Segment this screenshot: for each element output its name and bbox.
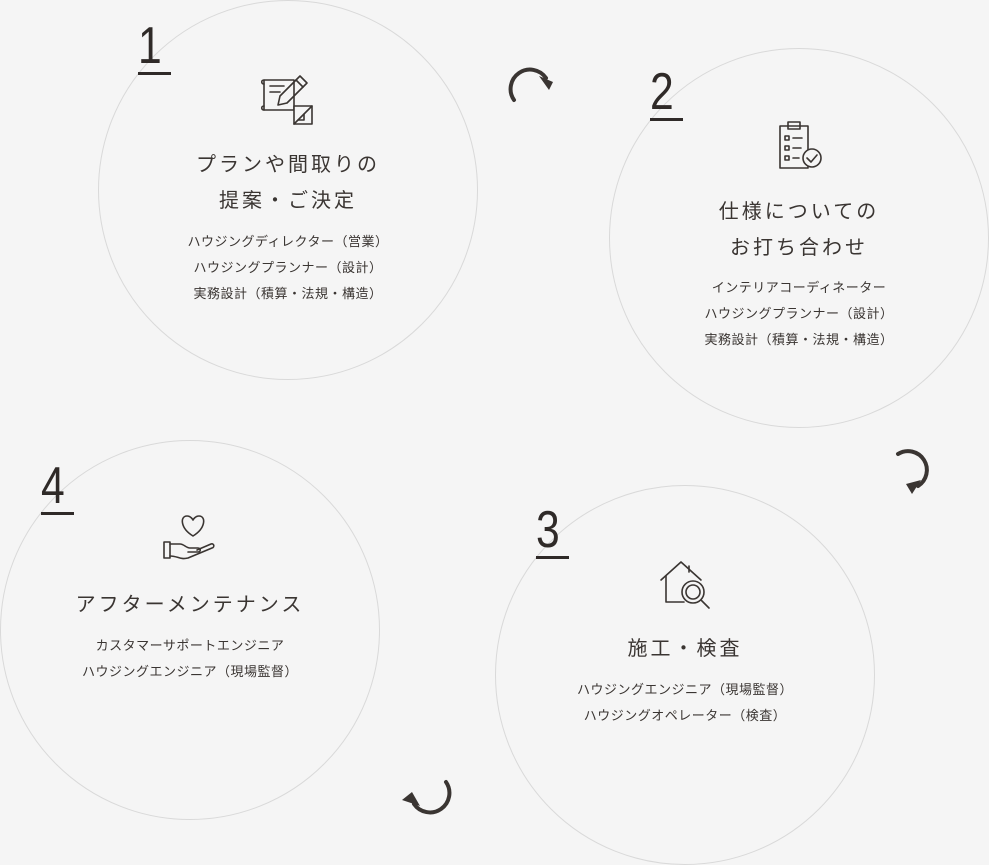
step-1-roles: ハウジングディレクター（営業） ハウジングプランナー（設計） 実務設計（積算・法… bbox=[98, 230, 478, 308]
step-2-roles: インテリアコーディネーター ハウジングプランナー（設計） 実務設計（積算・法規・… bbox=[609, 276, 989, 354]
step-2-role: インテリアコーディネーター bbox=[711, 281, 887, 296]
step-3-number: 3 bbox=[536, 501, 560, 559]
step-1-title: プランや間取りの 提案・ご決定 bbox=[98, 146, 478, 218]
step-4-number: 4 bbox=[41, 457, 65, 515]
hand-heart-icon bbox=[162, 510, 218, 566]
step-2-title-line-2: お打ち合わせ bbox=[730, 235, 868, 259]
clipboard-check-icon bbox=[772, 118, 828, 174]
cycle-arrow-icon bbox=[400, 772, 452, 824]
step-1-role: 実務設計（積算・法規・構造） bbox=[193, 287, 383, 302]
step-3-title: 施工・検査 bbox=[495, 630, 875, 666]
step-1-title-line-2: 提案・ご決定 bbox=[219, 188, 357, 212]
step-2-title-line-1: 仕様についての bbox=[718, 199, 880, 223]
step-1-role: ハウジングディレクター（営業） bbox=[187, 235, 389, 250]
step-3-underline bbox=[536, 556, 569, 559]
step-3-roles: ハウジングエンジニア（現場監督） ハウジングオペレーター（検査） bbox=[495, 678, 875, 730]
step-3-role: ハウジングオペレーター（検査） bbox=[583, 709, 787, 724]
step-4-role: カスタマーサポートエンジニア bbox=[95, 639, 285, 654]
step-3-title-line-1: 施工・検査 bbox=[627, 636, 743, 660]
step-4-title: アフターメンテナンス bbox=[0, 586, 380, 622]
cycle-arrow-icon bbox=[888, 446, 940, 498]
step-1-underline bbox=[138, 72, 171, 75]
blueprint-pencil-icon bbox=[260, 72, 316, 128]
step-2-underline bbox=[650, 118, 683, 121]
step-2-role: ハウジングプランナー（設計） bbox=[704, 307, 894, 322]
step-1-number: 1 bbox=[138, 17, 162, 75]
step-2-title: 仕様についての お打ち合わせ bbox=[609, 193, 989, 265]
step-4-role: ハウジングエンジニア（現場監督） bbox=[81, 665, 298, 680]
step-1-role: ハウジングプランナー（設計） bbox=[193, 261, 383, 276]
step-2-number: 2 bbox=[650, 63, 674, 121]
step-4-roles: カスタマーサポートエンジニア ハウジングエンジニア（現場監督） bbox=[0, 634, 380, 686]
step-3-role: ハウジングエンジニア（現場監督） bbox=[576, 683, 793, 698]
step-4-circle bbox=[0, 440, 380, 820]
step-4-title-line-1: アフターメンテナンス bbox=[75, 592, 305, 616]
step-4-underline bbox=[41, 512, 74, 515]
step-1-circle bbox=[98, 0, 478, 380]
step-2-role: 実務設計（積算・法規・構造） bbox=[704, 333, 894, 348]
step-1-title-line-1: プランや間取りの bbox=[196, 152, 380, 176]
house-inspection-icon bbox=[657, 556, 713, 612]
cycle-arrow-icon bbox=[506, 58, 558, 110]
